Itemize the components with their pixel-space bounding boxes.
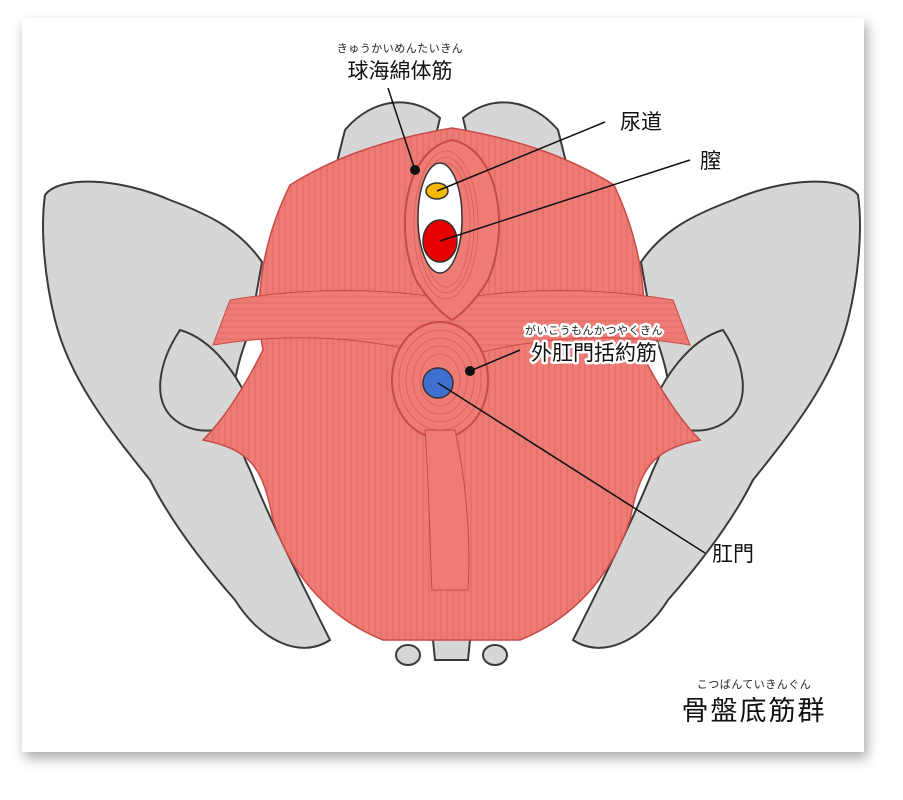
coccyx-right-tip bbox=[482, 644, 508, 666]
leader-sphincter bbox=[469, 349, 521, 372]
anococcygeal-ligament bbox=[424, 429, 470, 591]
anus-label: 肛門 bbox=[712, 542, 754, 566]
leader-vagina bbox=[439, 159, 691, 242]
urethra-label: 尿道 bbox=[620, 110, 662, 134]
leader-bulbospongiosus-dot bbox=[410, 165, 420, 175]
sphincter-ring bbox=[419, 353, 461, 407]
title-label: 骨盤底筋群 bbox=[682, 696, 827, 727]
leader-sphincter-dot bbox=[465, 366, 475, 376]
leader-bulbospongiosus bbox=[387, 87, 416, 171]
external-anal-sphincter-ruby: がいこうもんかつやくきん bbox=[525, 323, 663, 337]
bulbospongiosus-ring bbox=[413, 150, 479, 300]
leader-urethra bbox=[436, 121, 606, 192]
vagina-label: 膣 bbox=[700, 149, 721, 173]
labels: きゅうかいめんたいきん 球海綿体筋 尿道 膣 がいこうもんかつやくきん 外肛門括… bbox=[334, 40, 827, 728]
title-ruby: こつばんていきんぐん bbox=[697, 678, 811, 691]
sphincter-ring bbox=[405, 337, 475, 423]
leader-anus bbox=[437, 382, 706, 554]
external-anal-sphincter-label: 外肛門括約筋 bbox=[531, 341, 657, 365]
leader-lines bbox=[387, 87, 706, 554]
coccyx-left-tip bbox=[395, 644, 421, 666]
bulbospongiosus-ruby: きゅうかいめんたいきん bbox=[337, 42, 464, 55]
bulbospongiosus-label: 球海綿体筋 bbox=[348, 59, 453, 83]
sphincter-ring bbox=[412, 345, 468, 415]
sphincter-ring bbox=[398, 329, 482, 431]
